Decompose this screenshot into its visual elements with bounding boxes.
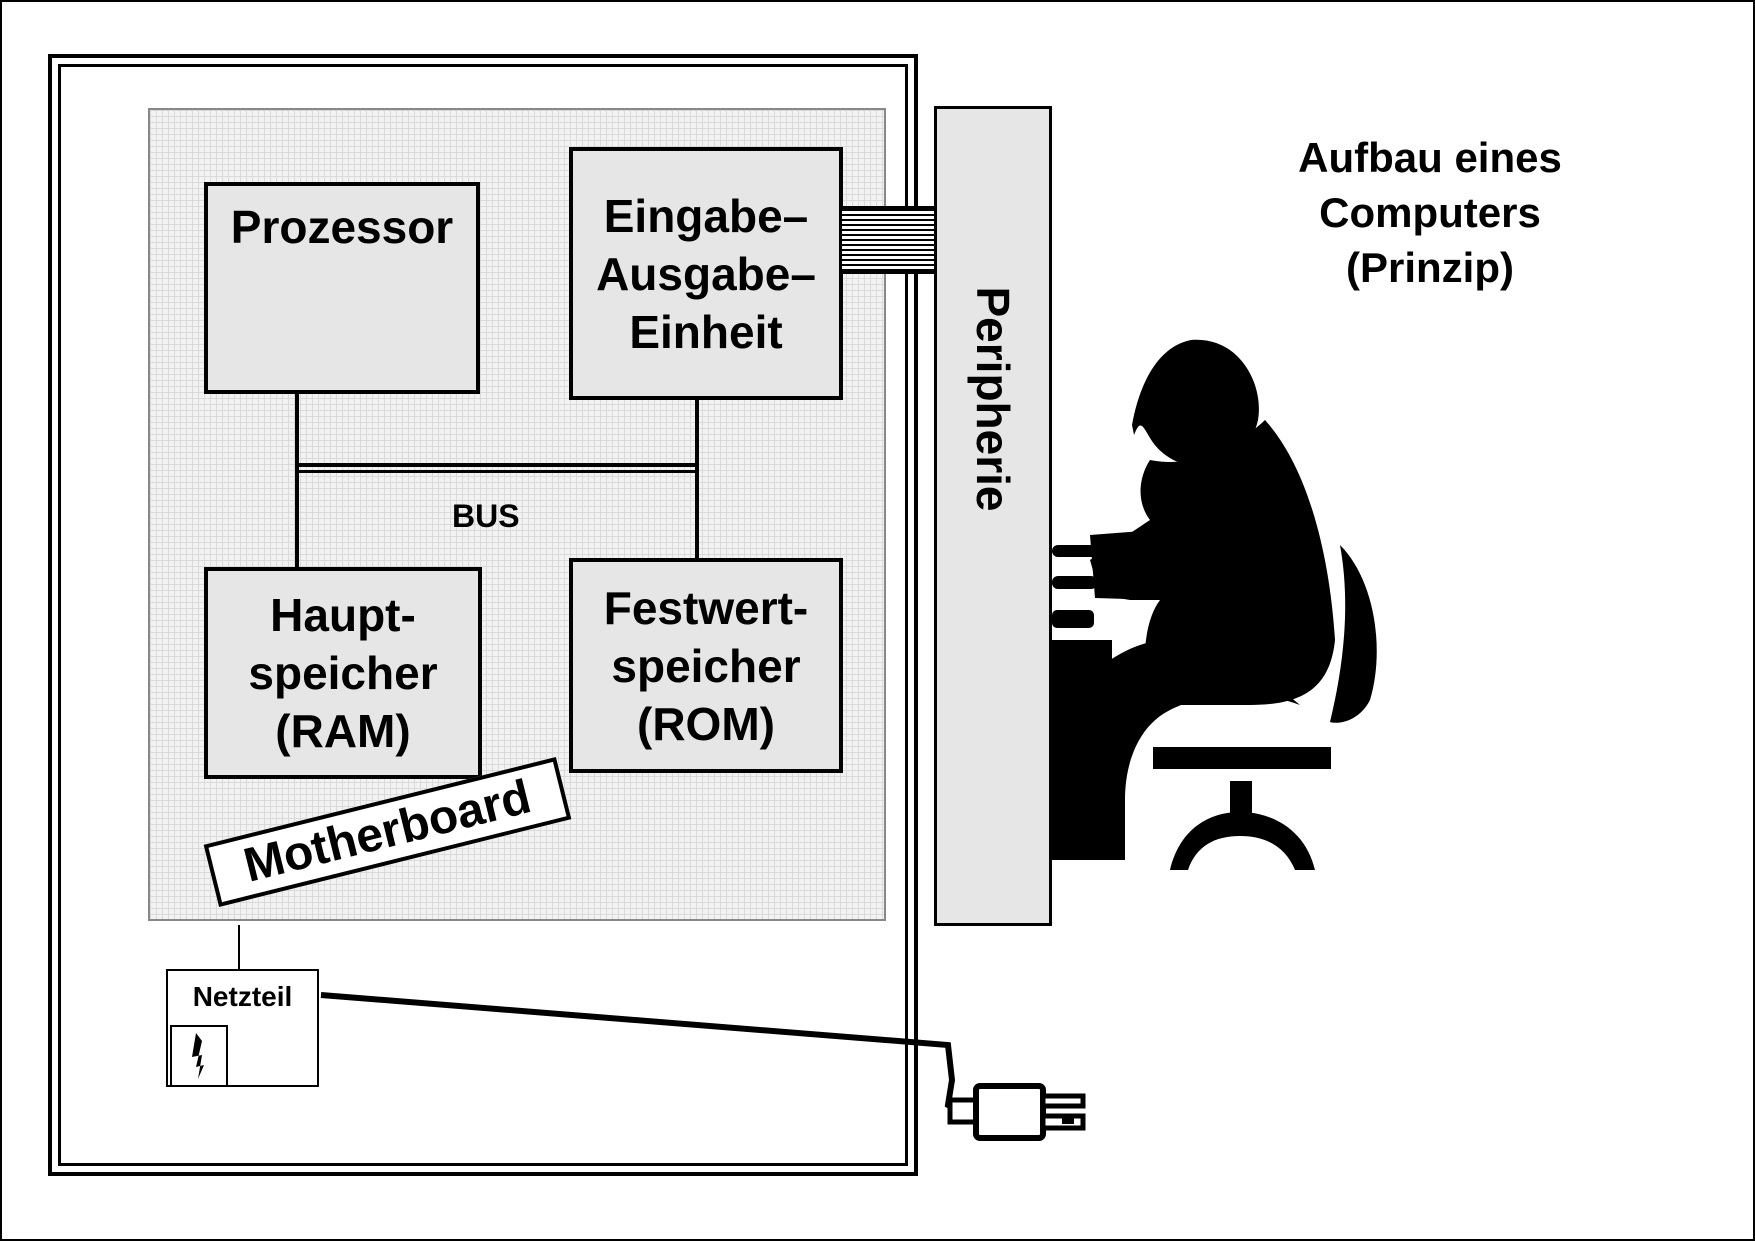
title-line-3: (Prinzip) — [1346, 244, 1514, 291]
io-unit-box: Eingabe– Ausgabe– Einheit — [569, 147, 843, 400]
bus-line-horizontal-2 — [297, 470, 697, 473]
rom-label-2: speicher — [611, 639, 801, 692]
computer-case — [48, 54, 918, 1176]
lightning-bolt-icon — [192, 1033, 204, 1079]
diagram-title: Aufbau eines Computers (Prinzip) — [1220, 130, 1640, 295]
ram-box: Haupt- speicher (RAM) — [204, 567, 482, 779]
ram-label-2: speicher — [248, 647, 438, 699]
ribbon-connector — [842, 206, 935, 274]
bus-line-io — [695, 398, 699, 560]
computer-case-inner — [58, 64, 908, 1166]
title-line-2: Computers — [1319, 189, 1541, 236]
power-line-internal — [238, 925, 240, 969]
rom-label-1: Festwert- — [603, 581, 809, 634]
bus-line-horizontal — [297, 463, 697, 467]
warning-box — [170, 1025, 228, 1087]
prozessor-label: Prozessor — [230, 201, 454, 253]
io-unit-label-2: Ausgabe– — [596, 247, 816, 300]
bus-label: BUS — [452, 498, 520, 534]
power-plug-icon — [947, 1083, 1086, 1141]
rom-box: Festwert- speicher (ROM) — [569, 558, 843, 773]
bus-line-cpu — [295, 394, 299, 569]
io-unit-label-1: Eingabe– — [603, 189, 809, 242]
title-line-1: Aufbau eines — [1298, 134, 1562, 181]
power-cable — [320, 992, 962, 1115]
rom-label-3: (ROM) — [637, 697, 775, 750]
ram-label-1: Haupt- — [270, 589, 416, 641]
ram-label-3: (RAM) — [275, 705, 411, 757]
io-unit-label-3: Einheit — [629, 305, 783, 358]
netzteil-label: Netzteil — [192, 981, 293, 1012]
netzteil-box: Netzteil — [166, 969, 319, 1087]
person-at-desk-icon — [1052, 339, 1377, 870]
peripherie-bar: Peripherie — [934, 106, 1052, 926]
prozessor-box: Prozessor — [204, 182, 480, 394]
